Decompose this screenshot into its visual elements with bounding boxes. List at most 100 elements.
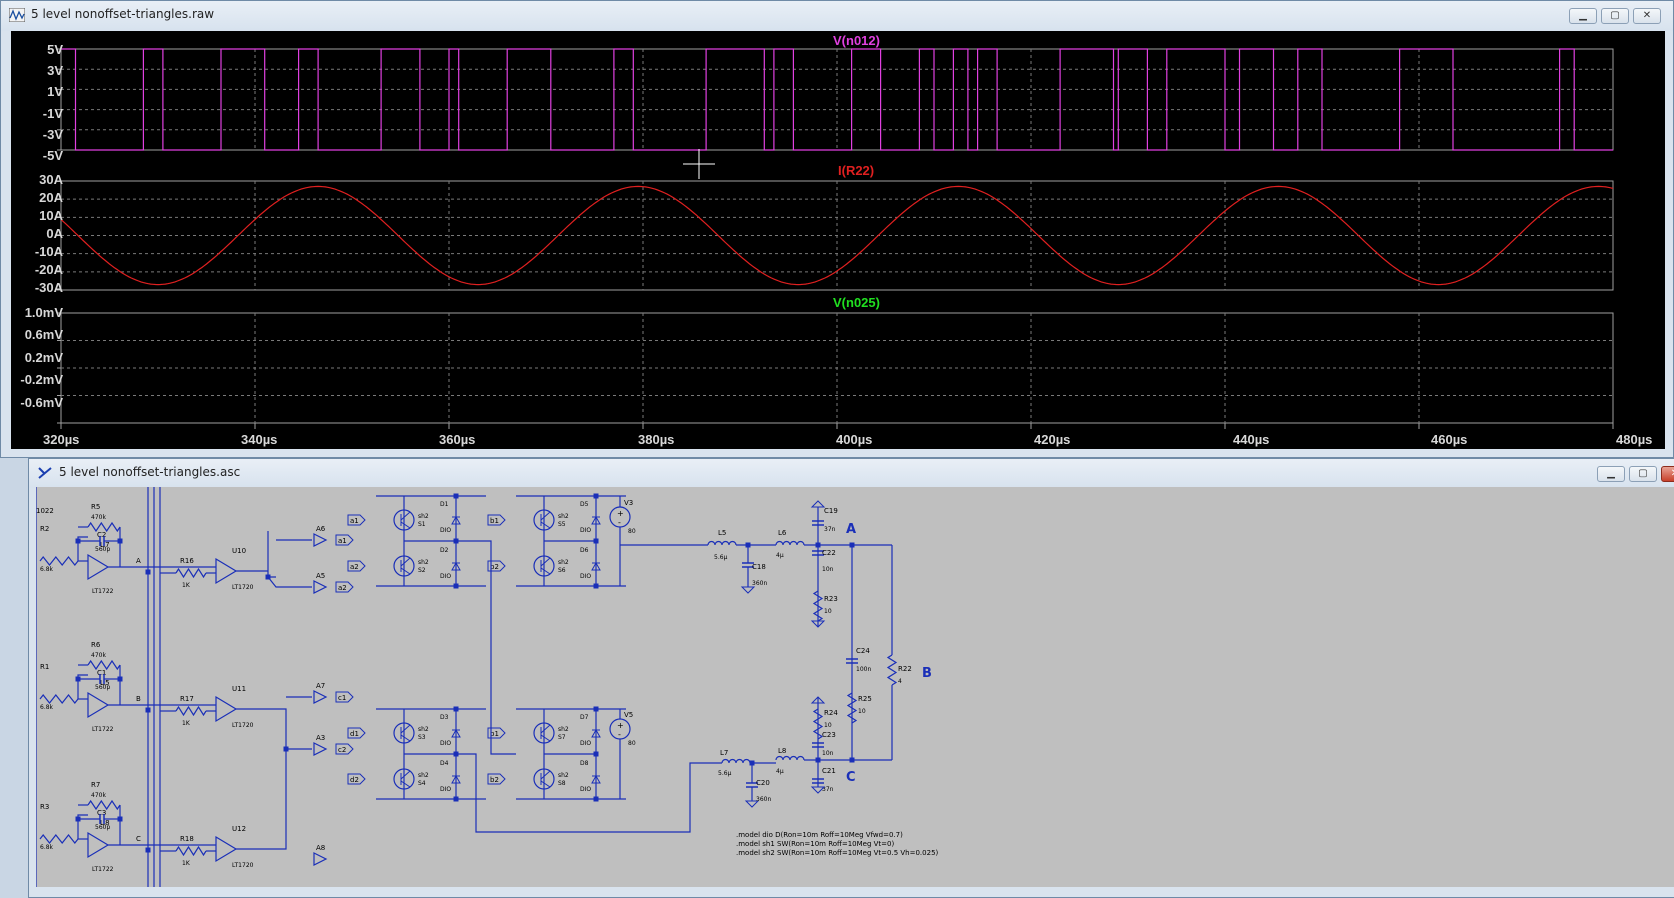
diode [451,728,461,738]
diode-model: DIO [580,527,591,534]
y-tick: 0.6mV [24,327,63,342]
resistor-label: R7 [91,781,100,789]
switch [400,734,411,742]
port-label: d2 [350,776,359,784]
resistor-label: R3 [40,803,49,811]
spice-directive: .model sh2 SW(Ron=10m Roff=10Meg Vt=0.5 … [736,849,939,857]
opamp-label: U12 [232,825,246,833]
inductor [707,540,737,546]
close-button[interactable]: ✕ [1633,8,1661,24]
capacitor-label: C20 [756,779,770,787]
diode-label: D6 [580,547,589,554]
schematic-icon [38,467,52,479]
junction [117,538,123,544]
source-polarity: + [617,509,624,518]
waveform-plot[interactable] [11,31,1665,449]
switch [400,724,411,734]
diode [591,515,601,525]
inductor-label: L8 [778,747,786,755]
switch-label: S6 [558,567,566,574]
schematic-titlebar[interactable]: 5 level nonoffset-triangles.asc ▁ ▢ ✕ [29,459,1674,488]
diode-model: DIO [580,573,591,580]
switch-label: S1 [418,521,426,528]
wire [267,531,276,578]
resistor [175,567,207,579]
y-tick: -30A [34,280,63,295]
capacitor-value: 37n [822,786,834,793]
source-polarity: - [618,730,621,739]
schematic-fragment-label: 1022 [36,507,54,515]
maximize-button[interactable]: ▢ [1601,8,1629,24]
gate-label: A6 [316,525,326,533]
y-tick: -1V [42,106,63,121]
diode-model: DIO [440,740,451,747]
y-tick: -0.6mV [20,395,63,410]
maximize-button[interactable]: ▢ [1629,466,1657,482]
resistor [39,834,79,844]
plot-area[interactable]: V(n012) I(R22) V(n025) 5V 3V 1V -1V -3V … [11,31,1665,449]
resistor-label: R18 [180,835,194,843]
switch-model: sh2 [558,559,569,566]
ground [744,800,760,808]
y-tick: 20A [39,190,63,205]
switch [540,521,551,529]
inductor-value: 5.6µ [718,770,732,777]
net-port [487,727,506,739]
net-port [347,727,366,739]
wire [77,814,88,839]
junction [453,493,459,499]
window-title: 5 level nonoffset-triangles.asc [59,465,241,479]
resistor-value: 6.8k [40,844,54,851]
switch [540,770,551,780]
capacitor-label: C3 [97,809,106,817]
trace-title-ir22[interactable]: I(R22) [838,163,875,178]
opamp-label: U8 [100,819,110,827]
opamp-label: U7 [100,541,110,549]
port-label: b1 [490,730,499,738]
wire [268,708,312,750]
diode-label: D2 [440,547,449,554]
ground [810,786,826,794]
trace-title-vn012[interactable]: V(n012) [833,33,880,48]
junction [593,493,599,499]
wire [456,540,516,755]
diode-label: D3 [440,714,449,721]
diode-model: DIO [580,786,591,793]
y-tick: 0.2mV [24,350,63,365]
x-tick: 460µs [1431,432,1468,447]
port-label: a2 [350,563,359,571]
capacitor-value: 360n [756,796,771,803]
capacitor-label: C21 [822,767,836,775]
source-value: 80 [628,740,636,747]
resistor-value: 1K [182,860,191,867]
switch [540,734,551,742]
resistor [39,556,79,566]
resistor-label: R5 [91,503,100,511]
waveform-titlebar[interactable]: 5 level nonoffset-triangles.raw ▁ ▢ ✕ [1,1,1673,31]
diode [451,774,461,784]
switch-model: sh2 [558,772,569,779]
supply-arrow [810,500,826,508]
capacitor-label: C22 [822,549,836,557]
buffer-gate [313,580,328,594]
capacitor-label: C1 [97,669,106,677]
close-button[interactable]: ✕ [1661,466,1674,482]
port-label: a1 [350,517,359,525]
minimize-button[interactable]: ▁ [1569,8,1597,24]
source-label: V3 [624,499,633,507]
inductor-label: L6 [778,529,787,537]
resistor [39,694,79,704]
capacitor-value: 10n [822,750,834,757]
diode-label: D1 [440,501,449,508]
net-port [347,560,366,572]
switch-model: sh2 [418,772,429,779]
inductor [721,758,751,764]
capacitor-value: 560p [95,824,110,831]
minimize-button[interactable]: ▁ [1597,466,1625,482]
net-port [335,581,354,593]
trace-title-vn025[interactable]: V(n025) [833,295,880,310]
resistor-label: R6 [91,641,101,649]
y-tick: 10A [39,208,63,223]
